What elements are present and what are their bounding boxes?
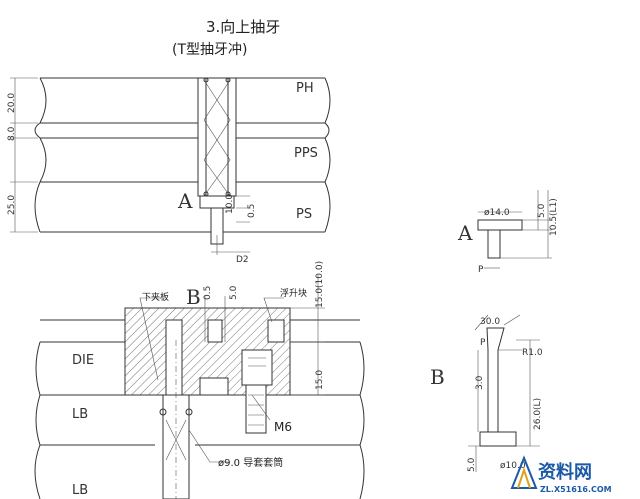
label-die: DIE — [72, 353, 94, 368]
detail-a — [477, 190, 552, 269]
dim-r10: R1.0 — [522, 348, 543, 358]
dim-10: 10.0 — [225, 194, 235, 214]
dim-15-100: 15.0(10.0) — [315, 261, 325, 308]
dim-26: 26.0(L) — [533, 398, 543, 430]
title-line-1: 3.向上抽牙 — [206, 18, 280, 36]
dim-25: 25.0 — [7, 195, 17, 215]
dim-05b: 0.5 — [203, 286, 213, 300]
watermark-text: 资料网 — [538, 461, 592, 483]
watermark-logo-icon — [510, 455, 538, 489]
dim-phi10: ø10.0 — [500, 461, 526, 471]
label-ps: PS — [296, 207, 312, 222]
view-b-detail: B — [430, 365, 445, 389]
label-lower-plate: 下夹板 — [142, 291, 169, 303]
view-a-main: A — [177, 189, 193, 213]
dim-05a: 0.5 — [247, 204, 257, 218]
label-phi9-guide: ø9.0 导套套筒 — [218, 456, 283, 469]
watermark-url: ZL.X51616.COM — [540, 485, 612, 494]
dim-d2: D2 — [236, 255, 249, 265]
dim-105: 10.5(L1) — [549, 198, 559, 236]
dim-5a: 5.0 — [229, 285, 239, 300]
dim-30: 30.0 — [480, 317, 500, 327]
label-ph: PH — [296, 81, 314, 96]
dim-phi14: ø14.0 — [484, 208, 510, 218]
view-a-detail: A — [457, 221, 473, 245]
dim-20: 20.0 — [7, 93, 17, 113]
punch-and-spring — [197, 77, 250, 255]
lower-die-assembly — [34, 275, 365, 499]
label-m6: M6 — [274, 420, 292, 434]
dim-5c: 5.0 — [467, 457, 477, 472]
upper-plate-stack — [10, 77, 331, 233]
label-pps: PPS — [294, 146, 318, 161]
watermark: 资料网 ZL.X51616.COM — [510, 455, 612, 494]
dim-5b: 5.0 — [537, 203, 547, 218]
dim-8: 8.0 — [7, 126, 17, 141]
label-p1: P — [478, 265, 484, 275]
label-lb: LB — [72, 407, 88, 422]
label-lb-2: LB — [72, 483, 88, 498]
title-line-2: (T型抽牙冲) — [172, 42, 247, 58]
view-b-main: B — [186, 285, 201, 309]
label-p2: P — [480, 338, 486, 348]
dim-15: 15.0 — [315, 370, 325, 390]
dim-3: 3.0 — [475, 375, 485, 390]
label-float-block: 浮升块 — [280, 287, 307, 299]
detail-b — [468, 314, 540, 472]
